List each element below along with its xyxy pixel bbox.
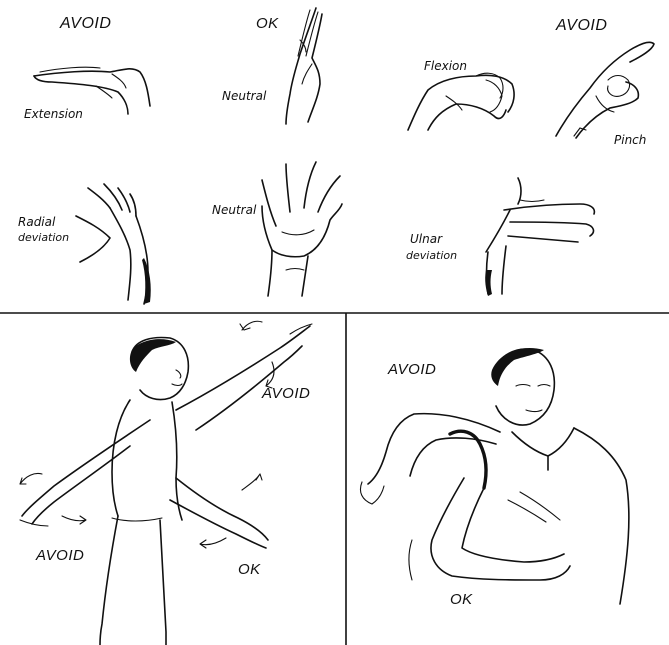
shoulder-ok: OK [450,591,473,608]
panel-dividers [0,313,669,645]
shoulder-avoid: AVOID [387,361,436,378]
label-pinch: Pinch [614,133,646,147]
hand-ulnar-deviation-drawing [485,178,594,296]
shoulder-figure-drawing [360,348,628,604]
hand-neutral-palm-drawing [262,162,342,296]
status-neutral-side: OK [256,15,279,32]
label-extension: Extension [24,107,83,121]
label-flexion: Flexion [424,59,467,73]
hand-pinch-drawing [556,42,654,138]
hand-flexion-drawing [408,73,514,130]
label-ulnar-line2: deviation [406,249,457,262]
status-pinch: AVOID [555,17,607,34]
label-neutral-palm: Neutral [212,203,257,217]
label-radial-line1: Radial [18,215,56,229]
label-ulnar-line1: Ulnar [410,232,443,246]
label-neutral-side: Neutral [222,89,267,103]
reach-figure-drawing [20,321,312,645]
label-radial-line2: deviation [18,231,69,244]
reach-ok: OK [238,561,261,578]
reach-avoid-left: AVOID [35,547,84,564]
hand-radial-deviation-drawing [76,184,151,304]
status-extension: AVOID [59,15,111,32]
hand-neutral-side-drawing [286,8,322,124]
reach-avoid-top: AVOID [261,385,310,402]
